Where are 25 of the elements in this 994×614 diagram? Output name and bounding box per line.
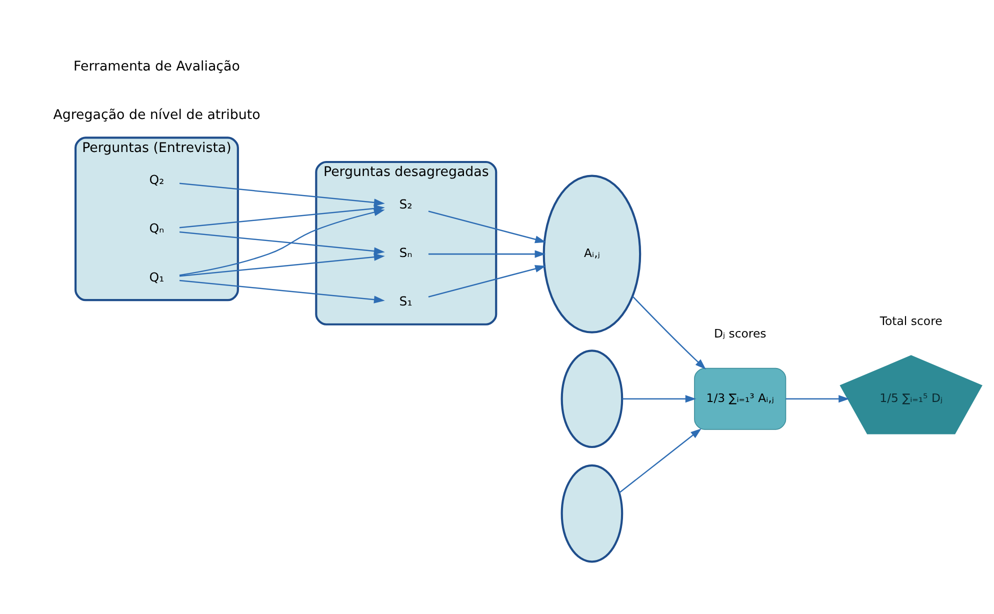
node-text: Sₙ xyxy=(399,244,412,260)
node-text: S₂ xyxy=(399,196,412,212)
node-text: Q₁ xyxy=(149,269,164,284)
arrow xyxy=(786,395,850,403)
node-label: Dⱼ scores xyxy=(714,326,766,341)
node-ellipse xyxy=(560,464,624,563)
arrow xyxy=(622,395,696,403)
node-box: 1/3 ∑ᵢ₌₁³ Aᵢ,ⱼ xyxy=(694,368,786,430)
node-text: Q₂ xyxy=(149,172,164,188)
arrow xyxy=(179,231,385,255)
arrow xyxy=(428,265,546,298)
arrow xyxy=(179,182,385,206)
node-ellipse xyxy=(560,350,624,448)
label: Ferramenta de Avaliação xyxy=(74,60,240,75)
node-label: Total score xyxy=(880,314,942,328)
arrow xyxy=(179,280,385,304)
label: Agregação de nível de atributo xyxy=(53,108,260,124)
node-text: S₁ xyxy=(399,294,412,309)
node-text: Qₙ xyxy=(149,220,164,236)
arrow xyxy=(428,210,546,244)
arrow xyxy=(632,296,706,370)
arrow xyxy=(428,250,546,258)
arrow xyxy=(179,253,385,277)
node-ellipse: Aᵢ,ⱼ xyxy=(542,174,642,334)
arrow xyxy=(618,428,702,494)
